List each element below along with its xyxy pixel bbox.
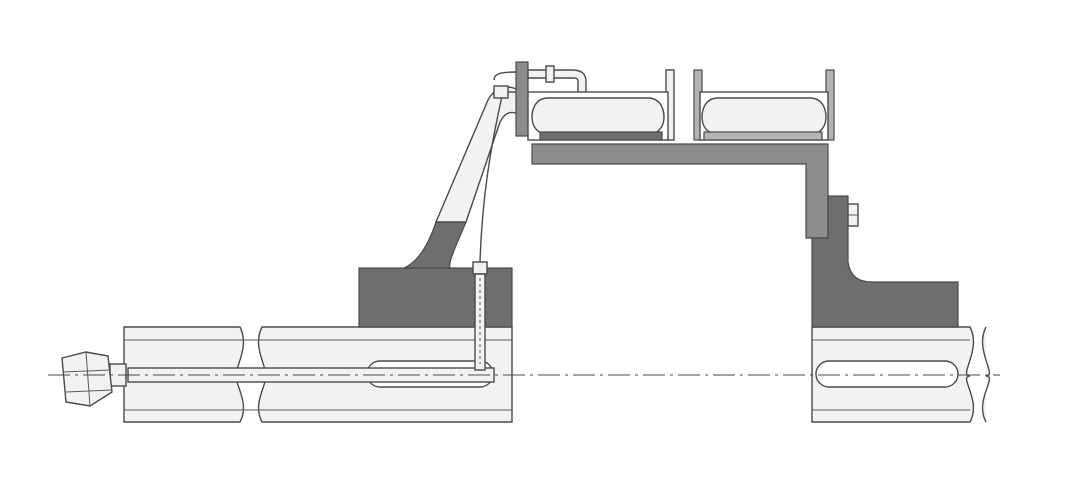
end-nut bbox=[61, 351, 127, 407]
right-roller-pad bbox=[703, 131, 823, 141]
left-base-block bbox=[358, 267, 513, 328]
flange-plate bbox=[515, 61, 529, 137]
end-nut-facet-3 bbox=[65, 389, 113, 393]
right-bracket bbox=[811, 195, 959, 328]
bolt-head bbox=[472, 261, 488, 275]
top-flange bbox=[493, 61, 587, 137]
pipe-nut bbox=[545, 65, 555, 83]
left-roller bbox=[531, 97, 665, 135]
right-shaft-slot bbox=[815, 360, 959, 388]
end-nut-facet-2 bbox=[63, 369, 111, 373]
right-roller-unit bbox=[693, 69, 835, 141]
support-beam bbox=[531, 143, 829, 239]
left-shaft bbox=[123, 326, 513, 423]
right-shaft bbox=[811, 326, 991, 423]
fitting-hook bbox=[493, 71, 517, 81]
left-bracket bbox=[358, 86, 519, 328]
cable bbox=[479, 95, 503, 263]
left-roller-pad bbox=[539, 131, 663, 141]
left-roller-unit bbox=[527, 69, 675, 141]
vertical-bolt bbox=[472, 261, 488, 371]
left-arm-lower bbox=[403, 221, 467, 269]
right-bracket-body bbox=[811, 195, 959, 328]
small-fitting bbox=[493, 85, 509, 99]
left-arm-upper bbox=[434, 86, 519, 223]
right-roller bbox=[701, 97, 827, 135]
end-nut-facet bbox=[85, 351, 91, 407]
